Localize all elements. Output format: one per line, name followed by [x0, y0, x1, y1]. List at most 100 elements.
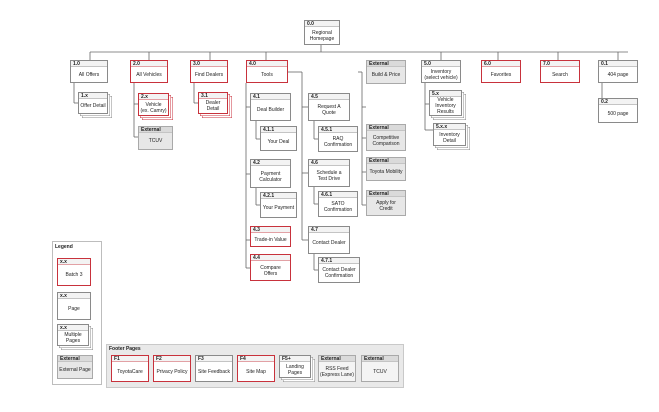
footer-number: F3	[196, 356, 232, 362]
node-number: 2.x	[139, 94, 168, 100]
node-vehicle-inventory-results: 5.x Vehicle Inventory Results	[429, 90, 462, 116]
footer-landing-pages: F5+ Landing Pages	[279, 355, 311, 378]
legend-external: External External Page	[57, 355, 93, 379]
node-apply-credit-external: External Apply for Credit	[366, 190, 406, 216]
node-label: Deal Builder	[256, 107, 285, 113]
node-label: Offer Detail	[80, 103, 106, 109]
legend-label: External Page	[59, 367, 91, 373]
node-number: 5.x	[430, 91, 461, 97]
node-label: All Offers	[78, 71, 100, 78]
node-label: Request A Quote	[317, 104, 341, 116]
node-build-price-external: External Build & Price	[366, 60, 406, 84]
node-vehicle: 2.x Vehicle (ex. Camry)	[138, 93, 169, 116]
node-raq-confirmation: 4.5.1 RAQ Confirmation	[318, 126, 358, 152]
node-number: 1.0	[71, 61, 107, 67]
footer-number: External	[362, 356, 398, 362]
node-number: 4.0	[247, 61, 287, 67]
node-number: 3.0	[191, 61, 227, 67]
node-label: Contact Dealer Confirmation	[322, 267, 356, 279]
footer-label: Site Map	[246, 368, 266, 375]
node-number: 7.0	[541, 61, 579, 67]
node-contact-dealer-confirmation: 4.7.1 Contact Dealer Confirmation	[318, 257, 360, 283]
node-number: 5.0	[422, 61, 460, 67]
legend-label: Multiple Pages	[64, 332, 82, 344]
legend-label: Batch 3	[65, 272, 83, 278]
node-number: 4.6	[309, 160, 349, 166]
node-label: 404 page	[607, 71, 629, 78]
footer-pages-title: Footer Pages	[109, 346, 141, 352]
node-tcuv-external: External TCUV	[138, 126, 173, 150]
footer-label: Privacy Policy	[156, 368, 188, 375]
node-number: External	[367, 61, 405, 67]
footer-privacy-policy: F2 Privacy Policy	[153, 355, 191, 382]
node-label: 500 page	[607, 110, 629, 117]
node-label: Schedule a Test Drive	[316, 170, 342, 182]
node-label: Favorites	[490, 71, 512, 78]
node-label: Vehicle (ex. Camry)	[140, 101, 167, 114]
node-number: External	[139, 127, 172, 133]
node-label: Inventory (select vehicle)	[424, 68, 458, 81]
node-favorites: 6.0 Favorites	[481, 60, 521, 83]
footer-label: RSS Feed (Express Lane)	[320, 365, 354, 378]
node-label: Payment Calculator	[259, 170, 282, 183]
node-tools: 4.0 Tools	[246, 60, 288, 83]
node-number: 6.0	[482, 61, 520, 67]
legend-page: x.x Page	[57, 292, 91, 320]
node-number: 4.5	[309, 94, 349, 100]
node-label: Build & Price	[371, 72, 401, 78]
node-number: 4.2.1	[261, 193, 296, 199]
node-number: 4.7	[309, 227, 349, 233]
node-label: Search	[552, 71, 568, 78]
legend-label: Page	[68, 306, 80, 312]
node-all-offers: 1.0 All Offers	[70, 60, 108, 83]
node-label: Your Payment	[262, 205, 295, 211]
node-label: Competitive Comparison	[372, 134, 400, 147]
footer-label: TCUV	[373, 368, 387, 375]
node-label: Your Deal	[267, 138, 290, 145]
node-search: 7.0 Search	[540, 60, 580, 83]
footer-site-map: F4 Site Map	[237, 355, 275, 382]
node-number: 4.7.1	[319, 258, 359, 264]
legend-number: x.x	[58, 325, 88, 331]
footer-number: F2	[154, 356, 190, 362]
node-compare-offers: 4.4 Compare Offers	[250, 254, 291, 281]
node-label: Find Dealers	[194, 71, 224, 78]
node-toyota-mobility-external: External Toyota Mobility	[366, 157, 406, 181]
node-label: TCUV	[148, 138, 163, 144]
node-number: 0.0	[305, 21, 339, 27]
footer-rss-feed-external: External RSS Feed (Express Lane)	[318, 355, 356, 382]
footer-label: ToyotaCare	[117, 368, 143, 375]
footer-site-feedback: F3 Site Feedback	[195, 355, 233, 382]
node-inventory: 5.0 Inventory (select vehicle)	[421, 60, 461, 83]
node-inventory-detail: 5.x.x Inventory Detail	[433, 123, 466, 146]
node-number: 0.1	[599, 61, 637, 67]
node-label: Dealer Detail	[205, 100, 221, 112]
node-404-page: 0.1 404 page	[598, 60, 638, 83]
node-number: External	[367, 191, 405, 197]
node-all-vehicles: 2.0 All Vehicles	[130, 60, 168, 83]
node-number: 1.x	[79, 93, 107, 99]
node-label: RAQ Confirmation	[323, 136, 353, 148]
node-label: All Vehicles	[136, 71, 162, 78]
footer-number: External	[319, 356, 355, 362]
node-label: Tools	[261, 71, 273, 78]
node-regional-homepage: 0.0 Regional Homepage	[304, 20, 340, 45]
node-label: Compare Offers	[260, 264, 281, 277]
node-contact-dealer: 4.7 Contact Dealer	[308, 226, 350, 254]
legend-title: Legend	[55, 244, 73, 250]
footer-number: F4	[238, 356, 274, 362]
node-number: 3.1	[199, 93, 227, 99]
node-your-payment: 4.2.1 Your Payment	[260, 192, 297, 218]
node-your-deal: 4.1.1 Your Deal	[260, 126, 297, 151]
node-find-dealers: 3.0 Find Dealers	[190, 60, 228, 83]
node-number: 0.2	[599, 99, 637, 105]
node-label: Trade-in Value	[254, 236, 287, 243]
footer-toyotacare: F1 ToyotaCare	[111, 355, 149, 382]
node-label: Contact Dealer	[312, 240, 346, 246]
node-number: 4.5.1	[319, 127, 357, 133]
node-number: External	[367, 158, 405, 164]
node-sato-confirmation: 4.6.1 SATO Confirmation	[318, 191, 358, 217]
node-label: Regional Homepage	[309, 29, 335, 42]
node-number: 4.3	[251, 227, 290, 233]
node-label: Inventory Detail	[439, 131, 460, 144]
